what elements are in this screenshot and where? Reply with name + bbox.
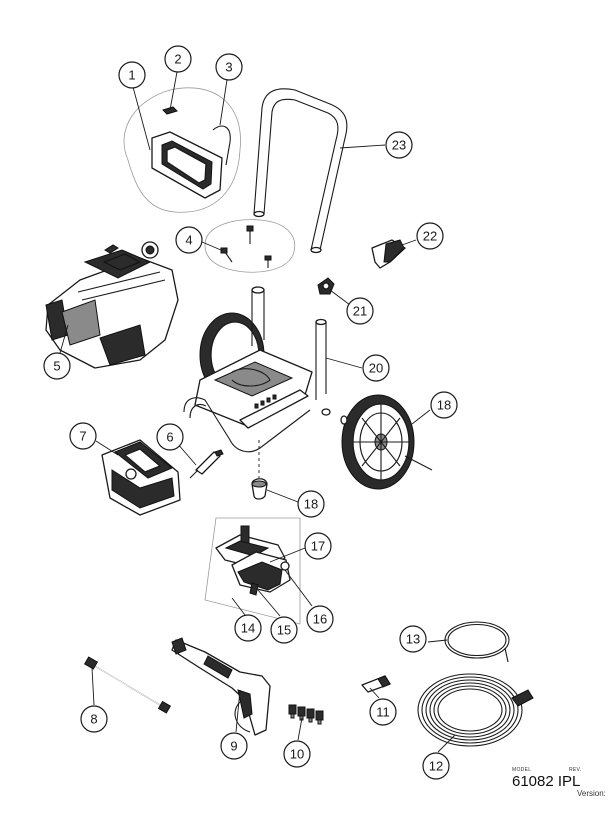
callout-10: 10: [283, 740, 311, 768]
version-label: Version:: [577, 789, 606, 798]
leader-16: [284, 569, 313, 607]
svg-text:20: 20: [369, 361, 383, 376]
svg-text:2: 2: [174, 52, 181, 67]
callout-22: 22: [416, 222, 444, 250]
svg-text:18: 18: [437, 398, 451, 413]
svg-text:13: 13: [406, 632, 420, 647]
svg-text:1: 1: [128, 68, 135, 83]
leader-13: [427, 639, 448, 643]
callout-8: 8: [80, 705, 108, 733]
leader-10: [297, 717, 303, 741]
leader-7: [95, 440, 119, 456]
callout-20: 20: [362, 354, 390, 382]
leader-14: [231, 597, 246, 616]
leader-12: [437, 734, 456, 753]
callout-21: 21: [346, 297, 374, 325]
part-high-pressure-hose: [417, 673, 534, 747]
callout-18-wheel: 18: [430, 391, 458, 419]
part-siphon-hose: [444, 621, 510, 663]
model-label: MODEL: [512, 767, 532, 773]
leader-9: [235, 689, 241, 733]
callout-5: 5: [43, 352, 71, 380]
svg-text:18: 18: [304, 497, 318, 512]
callout-9: 9: [220, 732, 248, 760]
callout-7: 7: [69, 422, 97, 450]
svg-text:3: 3: [225, 60, 232, 75]
part-bolts: [220, 225, 272, 268]
callout-13: 13: [399, 625, 427, 653]
svg-text:14: 14: [241, 621, 255, 636]
part-group-bubble-4: [204, 219, 295, 273]
svg-text:6: 6: [166, 430, 173, 445]
svg-text:15: 15: [277, 623, 291, 638]
title-block: MODEL REV. 61082 IPL Version:: [512, 760, 612, 816]
leader-15: [257, 589, 281, 617]
svg-text:4: 4: [185, 233, 192, 248]
part-lance: [83, 656, 172, 714]
part-wheel: [341, 394, 433, 490]
leader-5: [59, 324, 69, 354]
part-handle: [253, 88, 348, 254]
callout-11: 11: [369, 698, 397, 726]
part-holder-clip: [371, 239, 406, 269]
part-cover: [101, 439, 181, 516]
callout-3: 3: [215, 53, 243, 81]
callout-16: 16: [306, 605, 334, 633]
svg-text:11: 11: [376, 705, 390, 720]
leader-2: [169, 71, 178, 111]
callout-6: 6: [156, 423, 184, 451]
leader-4: [201, 241, 222, 251]
svg-text:17: 17: [311, 539, 325, 554]
leader-17: [269, 547, 306, 563]
svg-text:22: 22: [423, 229, 437, 244]
svg-text:9: 9: [230, 739, 237, 754]
part-bracket: [151, 106, 231, 199]
leader-11: [369, 687, 380, 699]
leader-1: [132, 86, 151, 151]
leader-22: [401, 239, 417, 246]
leader-21: [329, 289, 351, 306]
callout-17: 17: [304, 532, 332, 560]
svg-text:16: 16: [313, 612, 327, 627]
part-label-tag: [361, 675, 391, 693]
callout-1: 1: [118, 61, 146, 89]
leader-3: [219, 79, 228, 126]
svg-text:8: 8: [90, 712, 97, 727]
svg-text:21: 21: [353, 304, 367, 319]
part-spray-gun: [171, 637, 271, 736]
callout-18-cap: 18: [297, 490, 325, 518]
part-frame: [183, 286, 348, 453]
leader-23: [339, 144, 386, 149]
callout-2: 2: [164, 45, 192, 73]
part-group-bubble-14-17: [204, 517, 301, 625]
leader-18b: [266, 489, 299, 503]
leader-20: [325, 357, 363, 369]
part-nozzles: [288, 704, 324, 725]
callout-4: 4: [175, 226, 203, 254]
callout-14: 14: [234, 614, 262, 642]
leader-18w: [411, 409, 431, 425]
svg-text:7: 7: [79, 429, 86, 444]
rev-label: REV.: [569, 767, 582, 773]
part-engine: [45, 241, 179, 369]
part-cap: [251, 478, 268, 500]
part-pump: [215, 525, 291, 596]
part-group-bubble-1-3: [123, 87, 241, 213]
svg-text:23: 23: [392, 138, 406, 153]
model-number: 61082 IPL: [512, 773, 581, 790]
callout-12: 12: [422, 752, 450, 780]
leader-6: [176, 442, 197, 466]
callout-15: 15: [270, 616, 298, 644]
leader-8: [91, 667, 95, 706]
part-axle-pin: [189, 449, 224, 479]
svg-text:5: 5: [53, 359, 60, 374]
svg-text:10: 10: [290, 747, 304, 762]
callout-23: 23: [385, 131, 413, 159]
svg-text:12: 12: [429, 759, 443, 774]
